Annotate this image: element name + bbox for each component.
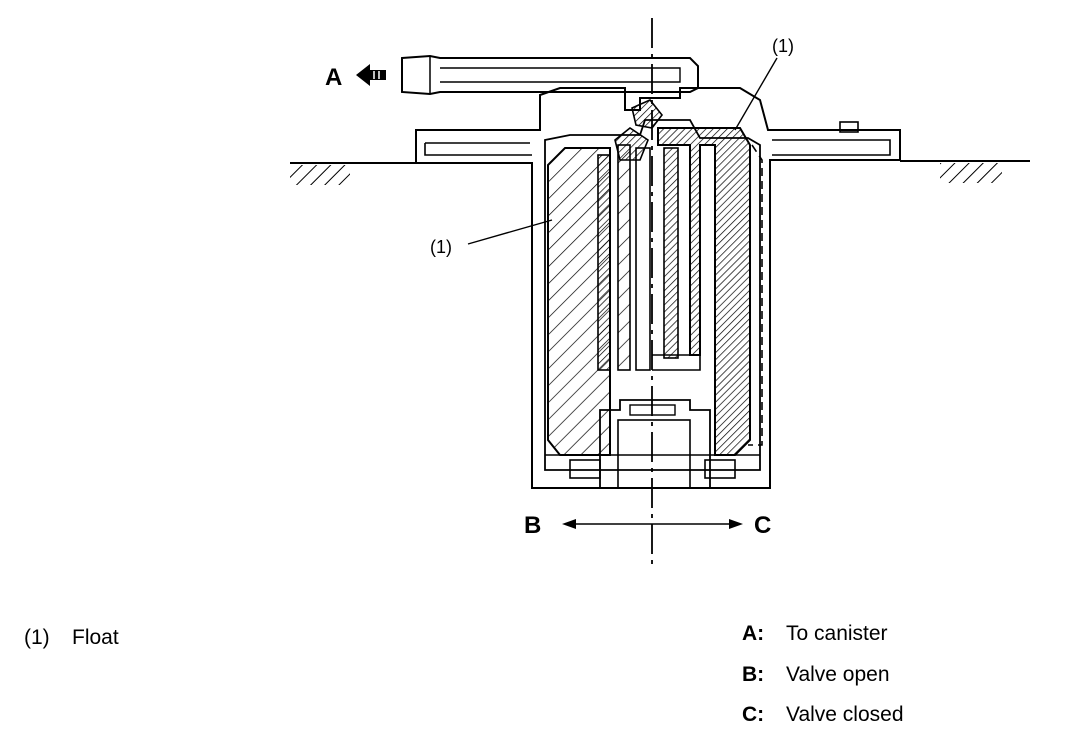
ground-left <box>290 162 418 185</box>
legend-c-text: Valve closed <box>786 703 904 726</box>
callout-a: A <box>325 64 343 91</box>
legend-item-text: Float <box>72 626 119 649</box>
callout-b: B <box>524 512 542 539</box>
outlet-arrow-icon <box>356 64 386 86</box>
outlet-nozzle <box>401 54 699 96</box>
callout-float-left: (1) <box>430 237 452 257</box>
legend-a-key: A: <box>742 622 765 645</box>
legend-c-key: C: <box>742 703 765 726</box>
leader-float-left <box>467 219 553 245</box>
valve-housing <box>415 87 901 489</box>
leader-float-top <box>734 57 778 131</box>
callout-float-top: (1) <box>772 36 794 56</box>
float-right <box>657 127 751 456</box>
legend-item-key: (1) <box>24 626 50 649</box>
callout-c: C <box>754 512 772 539</box>
legend-b-text: Valve open <box>786 663 890 686</box>
bottom-plug <box>599 399 711 489</box>
legend-a-text: To canister <box>786 622 888 645</box>
legend-b-key: B: <box>742 663 765 686</box>
ground-right <box>900 160 1030 183</box>
